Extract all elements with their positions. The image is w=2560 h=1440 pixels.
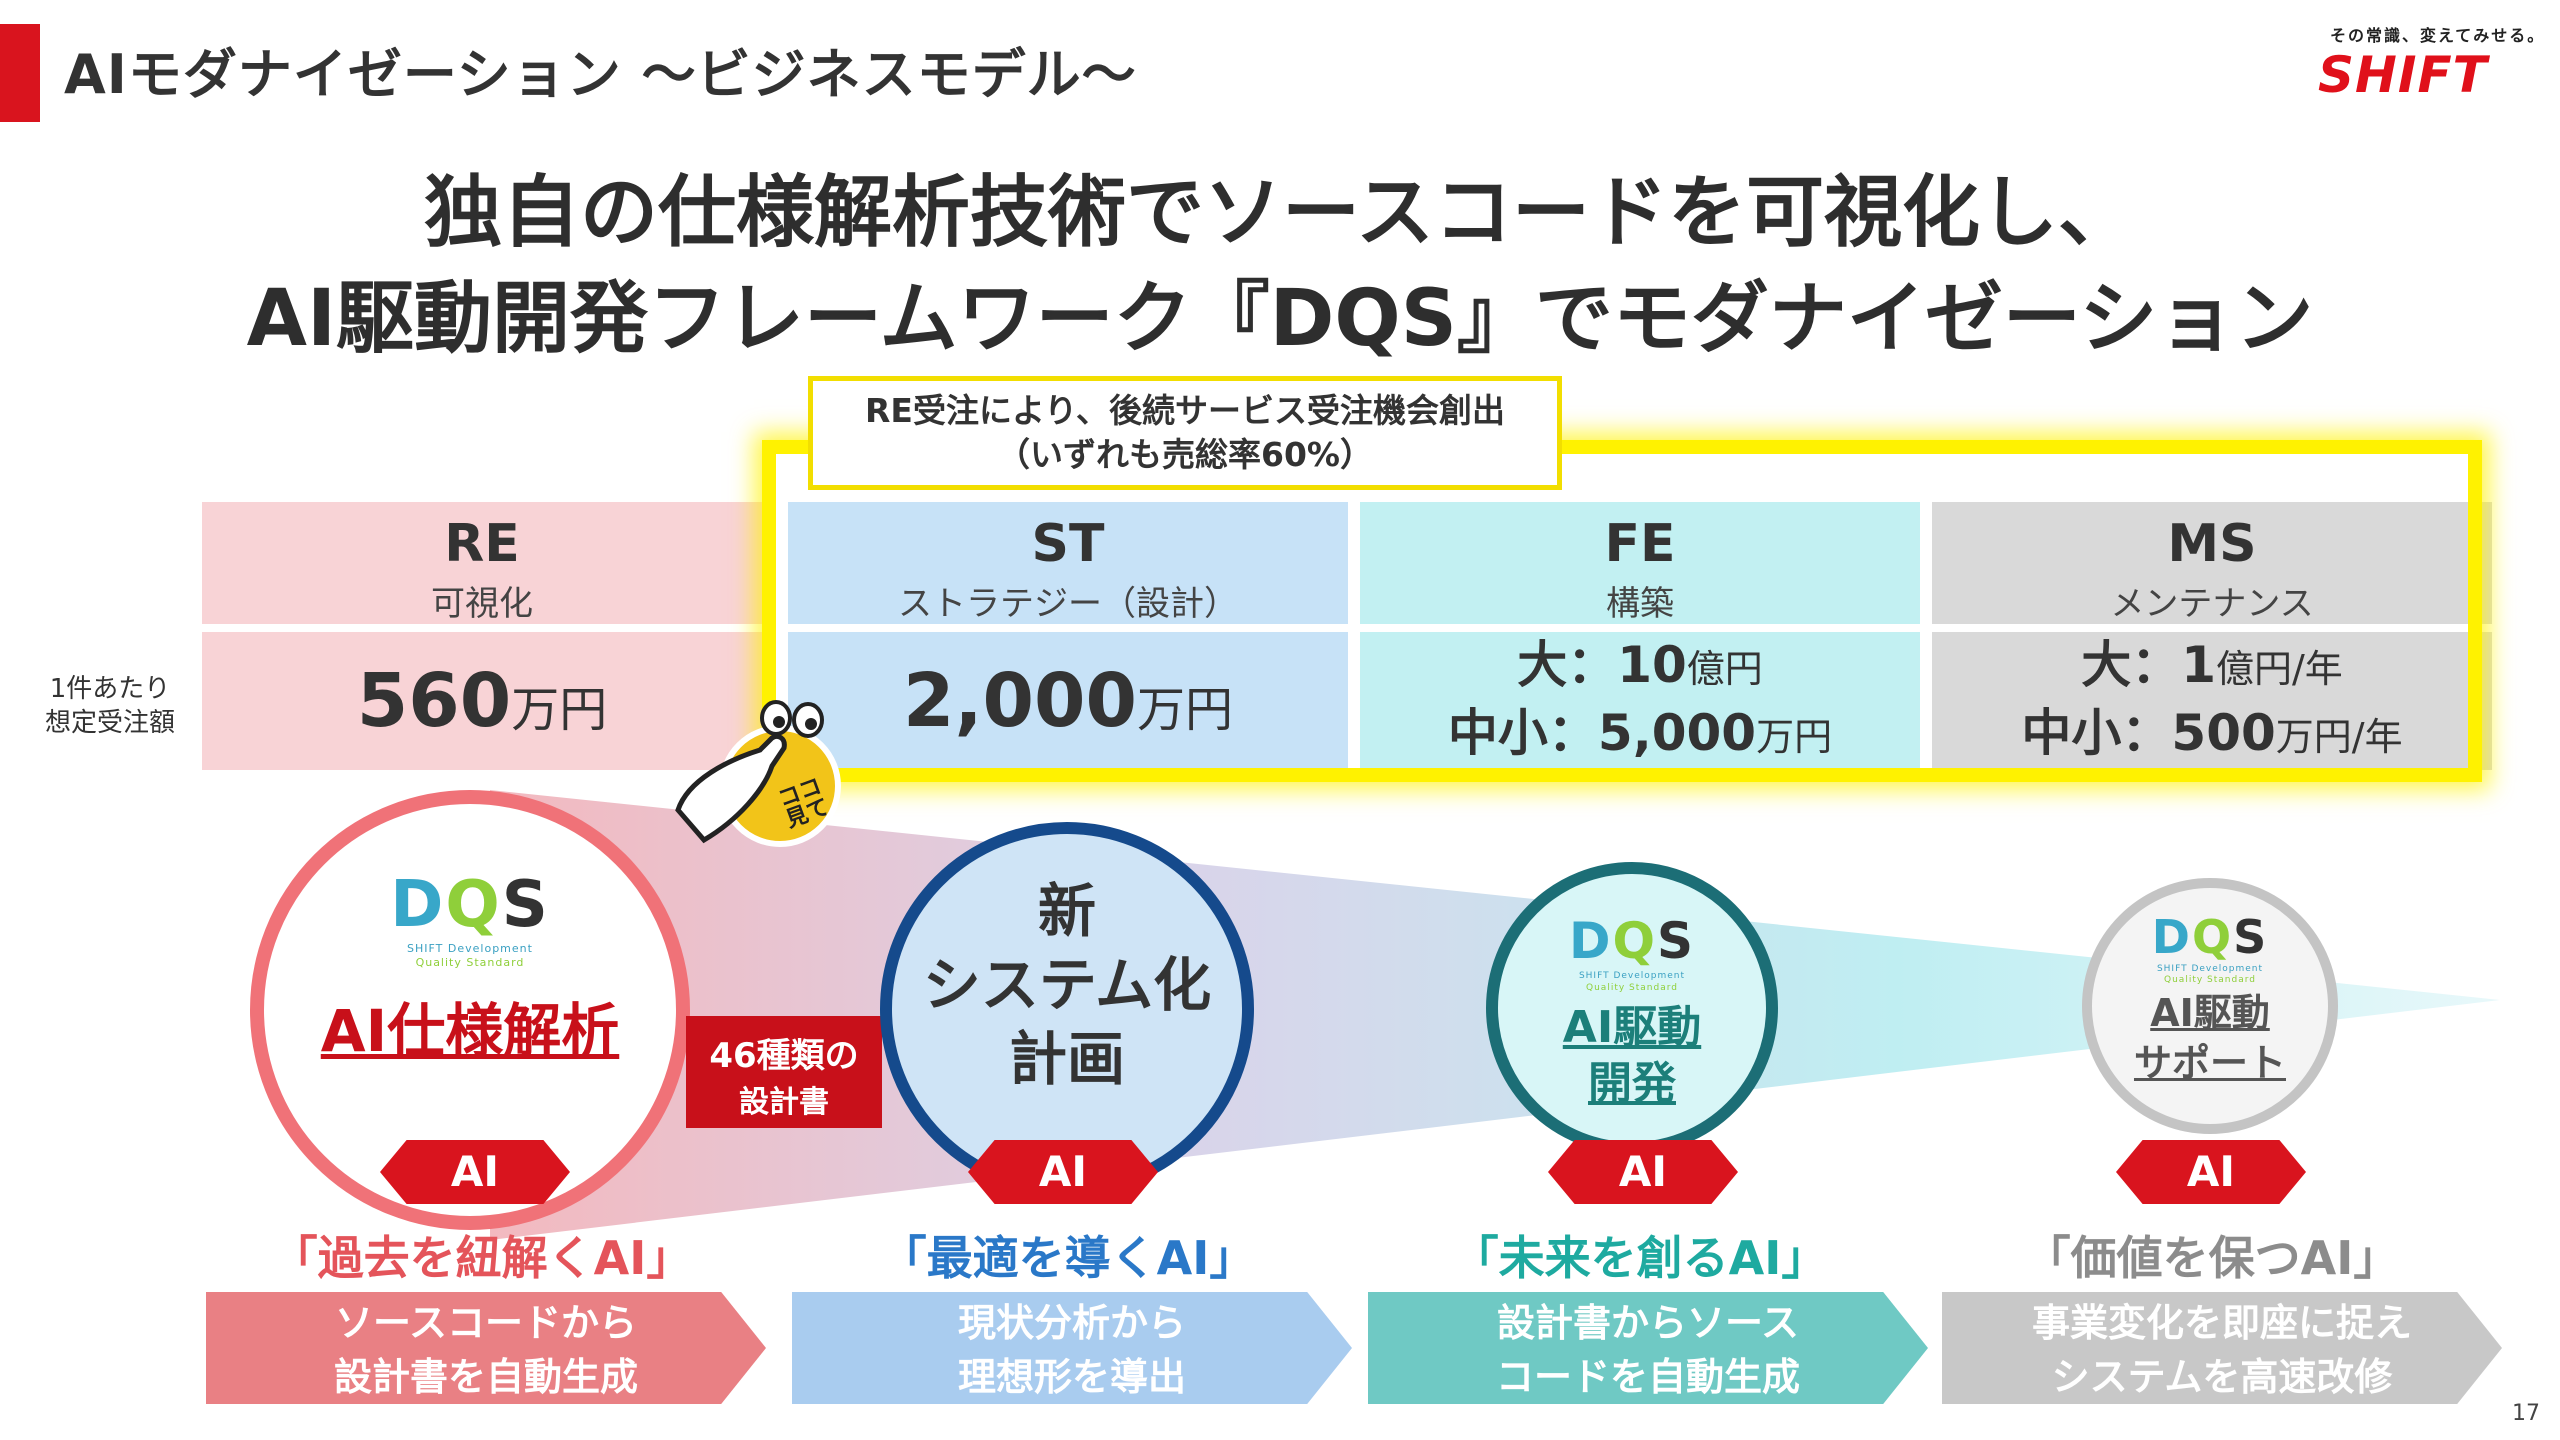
shift-logo: SHIFT (2318, 46, 2488, 104)
st-unit: 万円 (1137, 682, 1234, 738)
fe-large-unit: 億円 (1686, 647, 1763, 691)
column-st: ST ストラテジー（設計） 2,000万円 (788, 502, 1348, 770)
circle-title-line-2: サポート (2133, 1041, 2286, 1085)
ai-badge: AI (968, 1140, 1158, 1204)
per-order-label: 1件あたり 想定受注額 (30, 672, 190, 740)
arrow-fe-line-2: コードを自動生成 (1495, 1355, 1800, 1399)
arrow-re: ソースコードから 設計書を自動生成 (206, 1292, 766, 1404)
column-ms-header: MS メンテナンス (1932, 502, 2492, 624)
column-fe-name: 構築 (1606, 584, 1674, 624)
re-unit: 万円 (511, 682, 608, 738)
column-ms-value: 大：1億円/年 中小：500万円/年 (1932, 632, 2492, 770)
ms-small-unit: 万円/年 (2275, 715, 2403, 759)
per-order-label-line-1: 1件あたり (49, 674, 171, 704)
st-amount: 2,000 (902, 658, 1138, 744)
fe-large-label: 大： (1517, 636, 1618, 694)
circle-title-line-1: AI駆動 (2150, 991, 2270, 1035)
ai-badge: AI (380, 1140, 570, 1204)
column-re-name: 可視化 (431, 584, 533, 624)
dqs-logo-sub-1: SHIFT Development (1578, 971, 1686, 981)
column-fe-header: FE 構築 (1360, 502, 1920, 624)
logo-tagline: その常識、変えてみせる。 (2330, 26, 2546, 45)
header-accent-bar (0, 24, 40, 122)
headline-line-2: AI駆動開発フレームワーク『DQS』でモダナイゼーション (246, 274, 2314, 364)
fe-small-unit: 万円 (1756, 715, 1833, 759)
callout-box: RE受注により、後続サービス受注機会創出 （いずれも売総率60%） (808, 376, 1562, 490)
re-amount: 560 (356, 658, 512, 744)
callout-line-2: （いずれも売総率60%） (997, 435, 1373, 474)
column-ms-name: メンテナンス (2110, 584, 2314, 624)
design-docs-line-1: 46種類の (709, 1036, 859, 1076)
column-fe-code: FE (1604, 514, 1676, 574)
arrow-ms-line-1: 事業変化を即座に捉え (2031, 1301, 2412, 1345)
dqs-logo-sub-2: Quality Standard (2164, 975, 2256, 985)
ms-large-amount: 1 (2181, 636, 2216, 694)
ms-large-label: 大： (2081, 636, 2182, 694)
callout-line-1: RE受注により、後続サービス受注機会創出 (865, 391, 1505, 430)
arrow-fe-line-1: 設計書からソース (1496, 1301, 1800, 1345)
tag-future: 「未来を創るAI」 (1452, 1231, 1828, 1285)
dqs-logo-sub-1: SHIFT Development (2156, 964, 2264, 974)
circle-title-line-2: システム化 (922, 951, 1212, 1019)
ms-small-amount: 500 (2171, 704, 2276, 762)
arrow-re-line-1: ソースコードから (334, 1301, 638, 1345)
arrow-st-line-2: 理想形を導出 (957, 1355, 1186, 1399)
dqs-logo: DQS SHIFT Development Quality Standard (264, 868, 676, 970)
design-docs-badge: 46種類の 設計書 (686, 1016, 882, 1128)
circle-new-system-planning: 新 システム化 計画 (880, 822, 1254, 1196)
ms-large-unit: 億円/年 (2215, 647, 2343, 691)
fe-small-amount: 5,000 (1597, 704, 1757, 762)
circle-ai-driven-development: DQS SHIFT Development Quality Standard A… (1486, 862, 1778, 1154)
arrow-ms-line-2: システムを高速改修 (2051, 1355, 2393, 1399)
circle-title-line-1: AI駆動 (1562, 1002, 1702, 1053)
look-here-sticker: ココ見て (668, 690, 844, 866)
column-re: RE 可視化 560万円 (202, 502, 762, 770)
column-st-header: ST ストラテジー（設計） (788, 502, 1348, 624)
ai-badge: AI (2116, 1140, 2306, 1204)
dqs-logo-mark: DQS (390, 868, 550, 942)
dqs-logo: DQS SHIFT Development Quality Standard (1498, 912, 1766, 994)
column-fe-value: 大：10億円 中小：5,000万円 (1360, 632, 1920, 770)
dqs-logo-sub-1: SHIFT Development (407, 942, 533, 955)
circle-ai-driven-support: DQS SHIFT Development Quality Standard A… (2082, 878, 2338, 1134)
circle-title-line-3: 計画 (1008, 1025, 1125, 1093)
arrow-st: 現状分析から 理想形を導出 (792, 1292, 1352, 1404)
column-st-code: ST (1031, 514, 1105, 574)
column-re-value: 560万円 (202, 632, 762, 770)
tag-value: 「価値を保つAI」 (2024, 1231, 2400, 1285)
column-st-name: ストラテジー（設計） (898, 584, 1238, 624)
arrow-re-line-2: 設計書を自動生成 (333, 1355, 638, 1399)
headline-line-1: 独自の仕様解析技術でソースコードを可視化し、 (423, 168, 2137, 258)
dqs-logo-mark: DQS (2151, 910, 2269, 964)
fe-small-label: 中小： (1447, 704, 1598, 762)
dqs-logo: DQS SHIFT Development Quality Standard (2092, 910, 2328, 986)
circle-title: AI仕様解析 (320, 997, 620, 1065)
arrow-ms: 事業変化を即座に捉え システムを高速改修 (1942, 1292, 2502, 1404)
column-ms-code: MS (2167, 514, 2257, 574)
circle-title-line-2: 開発 (1588, 1058, 1676, 1109)
tag-optimal: 「最適を導くAI」 (880, 1231, 1256, 1285)
pointing-hand-icon (675, 700, 841, 847)
column-re-code: RE (444, 514, 520, 574)
tag-past: 「過去を紐解くAI」 (271, 1231, 693, 1285)
ms-small-label: 中小： (2021, 704, 2172, 762)
column-st-value: 2,000万円 (788, 632, 1348, 770)
design-docs-line-2: 設計書 (739, 1085, 829, 1120)
page-number: 17 (2512, 1401, 2540, 1426)
per-order-label-line-2: 想定受注額 (44, 708, 175, 738)
dqs-logo-mark: DQS (1568, 912, 1696, 970)
ai-badge: AI (1548, 1140, 1738, 1204)
highlight-frame (762, 440, 2482, 782)
fe-large-amount: 10 (1617, 636, 1687, 694)
circle-title-line-1: 新 (1037, 877, 1096, 945)
arrow-st-line-1: 現状分析から (957, 1301, 1186, 1345)
dqs-logo-sub-2: Quality Standard (415, 956, 525, 969)
column-fe: FE 構築 大：10億円 中小：5,000万円 (1360, 502, 1920, 770)
column-re-header: RE 可視化 (202, 502, 762, 624)
dqs-logo-sub-2: Quality Standard (1586, 983, 1678, 993)
page-title: AIモダナイゼーション ～ビジネスモデル～ (64, 43, 1137, 106)
arrow-fe: 設計書からソース コードを自動生成 (1368, 1292, 1928, 1404)
column-ms: MS メンテナンス 大：1億円/年 中小：500万円/年 (1932, 502, 2492, 770)
